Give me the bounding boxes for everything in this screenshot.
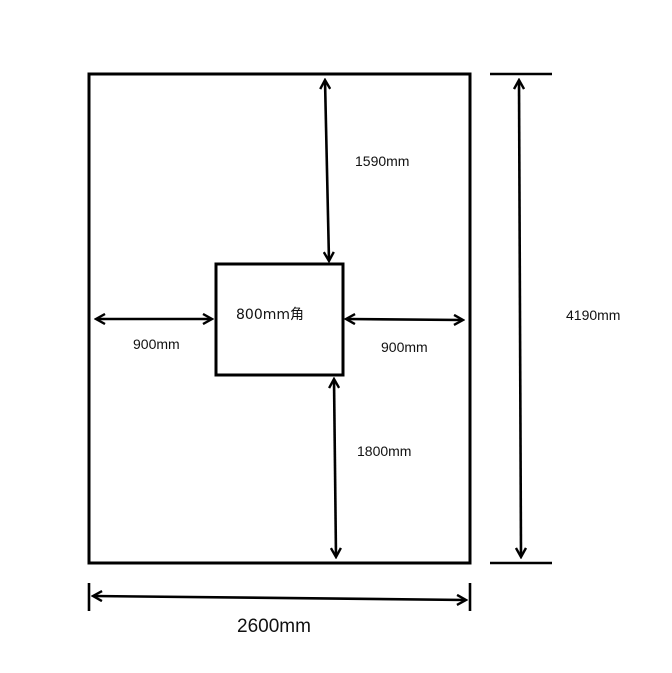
bottom-distance-arrow	[334, 379, 336, 557]
inner-square-outline	[214, 262, 345, 377]
bottom-distance-label: 1800mm	[357, 443, 411, 459]
outer-room-outline	[87, 72, 472, 565]
overall-width-arrow	[93, 596, 466, 600]
overall-height-label: 4190mm	[566, 307, 620, 323]
overall-width-label: 2600mm	[237, 616, 311, 637]
right-distance-label: 900mm	[381, 339, 428, 355]
overall-height-arrow	[519, 80, 521, 557]
left-distance-label: 900mm	[133, 336, 180, 352]
top-distance-arrow	[325, 80, 329, 261]
top-distance-label: 1590mm	[355, 153, 409, 169]
inner-box-label: 800mm角	[236, 307, 304, 323]
right-distance-arrow	[346, 319, 463, 320]
